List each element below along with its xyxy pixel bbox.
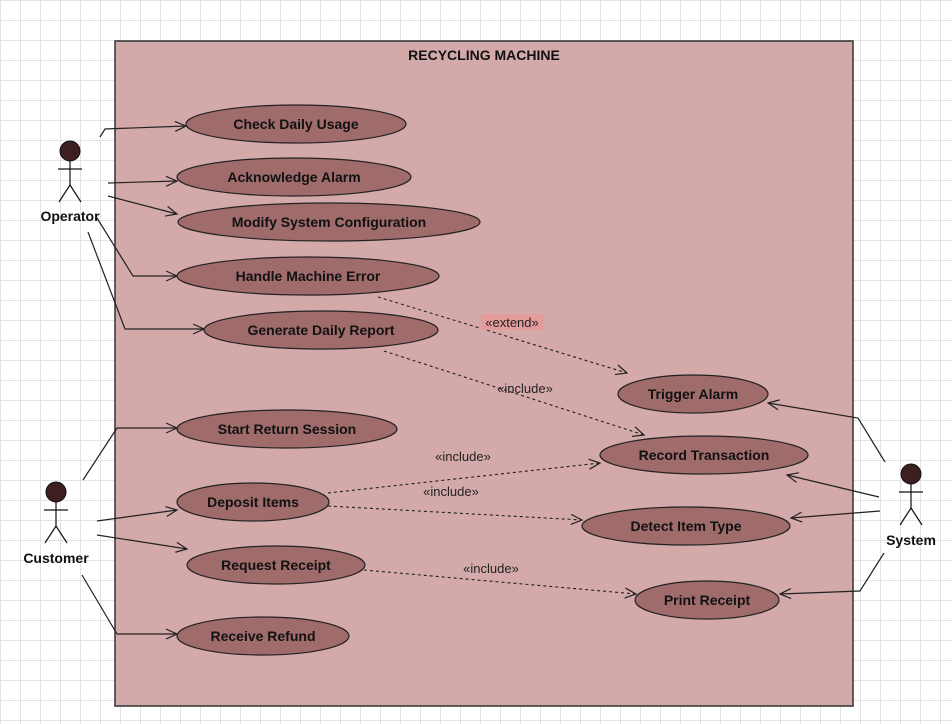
include-label-deposit-record: «include» (435, 449, 491, 464)
assoc-operator-generate-report (87, 231, 206, 335)
use-case-label-generate-daily-report: Generate Daily Report (247, 322, 394, 338)
use-case-acknowledge-alarm[interactable] (176, 157, 412, 197)
use-case-check-daily-usage[interactable] (185, 104, 407, 144)
assoc-system-record-transaction (785, 472, 880, 498)
assoc-customer-deposit-items (96, 505, 179, 522)
extend-label: «extend» (485, 315, 539, 330)
actor-operator-head (59, 140, 81, 162)
actor-operator-label: Operator (40, 208, 100, 224)
actor-system-label: System (886, 532, 936, 548)
use-case-label-trigger-alarm: Trigger Alarm (648, 386, 739, 402)
use-case-print-receipt[interactable] (634, 580, 780, 620)
use-case-record-transaction[interactable] (599, 435, 809, 475)
actor-customer[interactable]: Customer (23, 481, 89, 566)
actor-customer-head (45, 481, 67, 503)
use-case-label-acknowledge-alarm: Acknowledge Alarm (227, 169, 360, 185)
assoc-customer-receive-refund (81, 574, 179, 640)
assoc-operator-acknowledge-alarm (107, 175, 179, 187)
assoc-customer-request-receipt (96, 534, 189, 553)
assoc-system-print-receipt (778, 552, 885, 600)
use-case-modify-system-configuration[interactable] (177, 202, 481, 242)
assoc-system-trigger-alarm (766, 399, 886, 463)
use-case-label-detect-item-type: Detect Item Type (631, 518, 742, 534)
use-case-label-print-receipt: Print Receipt (664, 592, 751, 608)
use-case-detect-item-type[interactable] (581, 506, 791, 546)
extend-handle-error-trigger-alarm (377, 296, 629, 376)
actor-system-head (900, 463, 922, 485)
use-case-label-receive-refund: Receive Refund (210, 628, 315, 644)
include-label-report: «include» (497, 381, 553, 396)
include-label-receipt-print: «include» (463, 561, 519, 576)
assoc-operator-modify-config (107, 195, 179, 217)
actor-operator[interactable]: Operator (40, 140, 100, 224)
use-case-label-deposit-items: Deposit Items (207, 494, 299, 510)
assoc-system-detect-item-type (789, 510, 881, 523)
actor-system[interactable]: System (886, 463, 936, 548)
use-case-label-modify-system-configuration: Modify System Configuration (232, 214, 426, 230)
use-case-handle-machine-error[interactable] (176, 256, 440, 296)
use-case-receive-refund[interactable] (176, 616, 350, 656)
use-case-label-check-daily-usage: Check Daily Usage (233, 116, 358, 132)
include-deposit-detect-item-type (327, 505, 584, 525)
use-case-label-handle-machine-error: Handle Machine Error (236, 268, 381, 284)
actor-customer-label: Customer (23, 550, 89, 566)
extend-label-highlight (481, 314, 544, 330)
include-label-deposit-detect: «include» (423, 484, 479, 499)
use-case-label-record-transaction: Record Transaction (639, 447, 770, 463)
use-case-generate-daily-report[interactable] (203, 310, 439, 350)
use-case-request-receipt[interactable] (186, 545, 366, 585)
assoc-operator-check-daily-usage (99, 120, 188, 138)
use-case-trigger-alarm[interactable] (617, 374, 769, 414)
assoc-customer-start-session (82, 422, 179, 481)
use-case-label-request-receipt: Request Receipt (221, 557, 331, 573)
use-case-label-start-return-session: Start Return Session (218, 421, 356, 437)
use-case-deposit-items[interactable] (176, 482, 330, 522)
system-title: RECYCLING MACHINE (408, 47, 560, 63)
assoc-operator-handle-error (96, 217, 179, 282)
include-deposit-record-transaction (327, 458, 602, 494)
use-case-start-return-session[interactable] (176, 409, 398, 449)
